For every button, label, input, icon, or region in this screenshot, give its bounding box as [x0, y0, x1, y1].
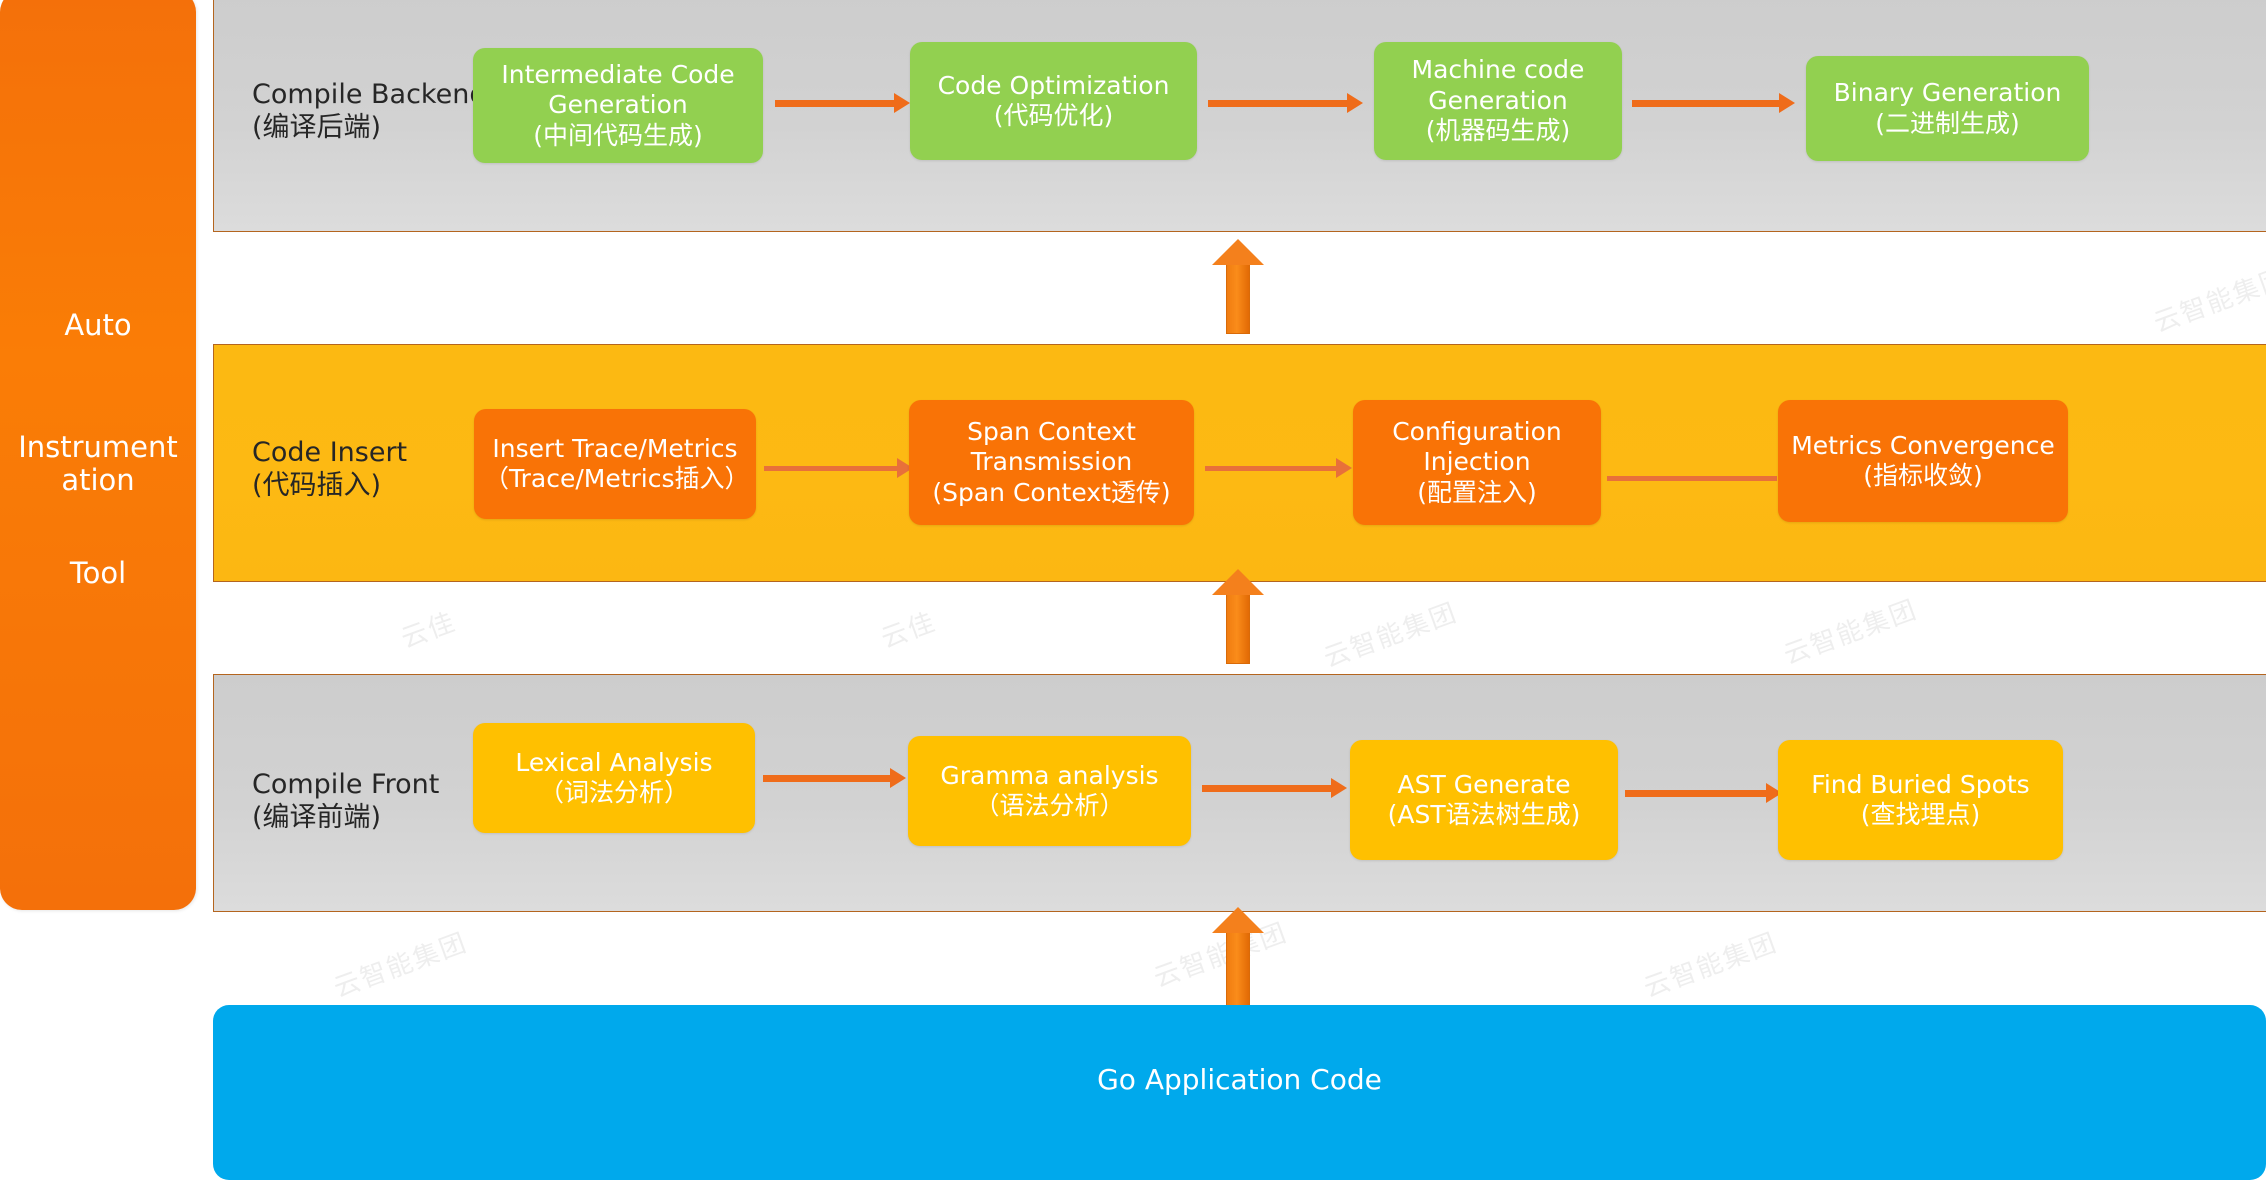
- sidebar-auto-instrumentation-tool[interactable]: Auto Instrumentation Tool: [0, 0, 196, 910]
- arrow-icon-insert-2: [1205, 458, 1352, 478]
- sidebar-label-tool: Tool: [69, 556, 127, 591]
- sidebar-label-auto: Auto: [64, 308, 132, 343]
- band-title-code-insert: Code Insert (代码插入): [252, 437, 408, 501]
- node-lexical-analysis[interactable]: Lexical Analysis （词法分析）: [473, 723, 755, 833]
- node-find-buried-spots[interactable]: Find Buried Spots (查找埋点): [1778, 740, 2063, 860]
- watermark: 云智能集团: [329, 927, 472, 1004]
- node-intermediate-code-generation[interactable]: Intermediate Code Generation (中间代码生成): [473, 48, 763, 163]
- watermark: 云佳: [877, 607, 941, 655]
- node-ast-generate[interactable]: AST Generate (AST语法树生成): [1350, 740, 1618, 860]
- node-span-context-transmission[interactable]: Span Context Transmission (Span Context透…: [909, 400, 1194, 525]
- arrow-icon-front-2: [1202, 778, 1347, 798]
- go-application-code-bar[interactable]: Go Application Code: [213, 1005, 2266, 1180]
- watermark: 云智能集团: [2149, 262, 2266, 339]
- arrow-icon-front-1: [763, 768, 906, 788]
- watermark: 云智能集团: [1639, 927, 1782, 1004]
- node-machine-code-generation[interactable]: Machine code Generation (机器码生成): [1374, 42, 1622, 160]
- arrow-icon-front-3: [1625, 783, 1782, 803]
- connector-insert-3: [1607, 476, 1777, 481]
- band-title-compile-backend: Compile Backend (编译后端): [252, 79, 487, 143]
- node-binary-generation[interactable]: Binary Generation (二进制生成): [1806, 56, 2089, 161]
- sidebar-label-instrumentation: Instrumentation: [18, 429, 178, 497]
- node-gramma-analysis[interactable]: Gramma analysis （语法分析）: [908, 736, 1191, 846]
- arrow-icon-backend-1: [775, 93, 910, 113]
- watermark: 云智能集团: [1779, 594, 1922, 671]
- arrow-icon-up-appcode-to-front: [1212, 907, 1264, 1006]
- arrow-icon-insert-1: [764, 458, 913, 478]
- arrow-icon-backend-2: [1208, 93, 1363, 113]
- arrow-icon-up-insert-to-backend: [1212, 239, 1264, 334]
- watermark: 云智能集团: [1319, 597, 1462, 674]
- node-insert-trace-metrics[interactable]: Insert Trace/Metrics （Trace/Metrics插入）: [474, 409, 756, 519]
- arrow-icon-up-front-to-insert: [1212, 569, 1264, 664]
- arrow-icon-backend-3: [1632, 93, 1795, 113]
- watermark: 云佳: [397, 607, 461, 655]
- node-code-optimization[interactable]: Code Optimization (代码优化): [910, 42, 1197, 160]
- node-metrics-convergence[interactable]: Metrics Convergence (指标收敛): [1778, 400, 2068, 522]
- go-application-code-label: Go Application Code: [1097, 1063, 1382, 1096]
- node-configuration-injection[interactable]: Configuration Injection (配置注入): [1353, 400, 1601, 525]
- band-title-compile-front: Compile Front (编译前端): [252, 769, 440, 833]
